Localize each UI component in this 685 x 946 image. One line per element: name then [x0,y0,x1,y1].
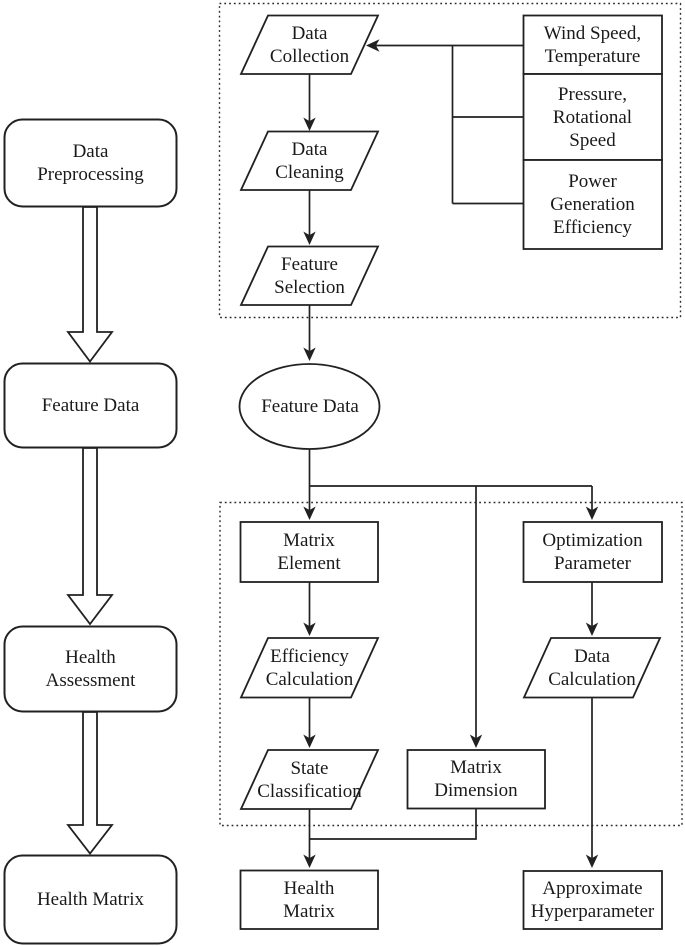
hollow-arrow-preprocessing-to-featuredata [66,206,114,364]
arrow-state-classification-to-health-matrix [303,809,316,868]
arrow-optimization-to-data-calculation [585,582,599,636]
matrix-dimension-shape [406,749,546,810]
health-matrix-bottom-shape [239,869,379,930]
optimization-parameter-shape [522,521,663,583]
approximate-hyperparameter-shape [522,870,663,930]
arrow-selection-to-ellipse [303,305,316,361]
preprocessing-dotted-group-box [218,2,682,319]
arrow-efficiency-to-state-classification [303,697,316,748]
assessment-dotted-group-box [219,501,683,827]
power-generation-efficiency-shape [522,159,663,250]
arrow-collection-to-cleaning [303,74,316,131]
matrix-element-shape [239,521,379,583]
feature-selection-shape [239,245,380,306]
efficiency-calculation-shape [239,637,380,699]
arrow-sources-to-data-collection [366,39,523,205]
arrow-cleaning-to-selection [303,190,316,245]
arrow-branch-to-optimization-parameter [585,486,599,520]
data-preprocessing-shape [3,118,178,208]
elbow-matrix-dimension-to-health-matrix [309,808,477,840]
data-cleaning-shape [239,130,380,191]
feature-data-left-shape [3,362,178,449]
health-assessment-shape [3,625,178,713]
state-classification-shape [239,749,380,810]
feature-data-ellipse-shape [238,363,381,450]
health-matrix-left-shape [3,854,178,945]
arrow-ellipse-to-matrix-element [303,449,316,520]
wind-speed-temperature-shape [522,14,663,75]
arrow-matrix-element-to-efficiency-calculation [303,582,316,636]
pressure-rotational-speed-shape [522,73,663,161]
arrow-branch-to-matrix-dimension [469,486,483,748]
data-calculation-shape [522,637,662,699]
arrow-data-calculation-to-hyperparameter [585,697,599,868]
data-collection-shape [239,14,380,75]
hollow-arrow-featuredata-to-assessment [66,447,114,626]
hollow-arrow-assessment-to-healthmatrix [66,711,114,855]
